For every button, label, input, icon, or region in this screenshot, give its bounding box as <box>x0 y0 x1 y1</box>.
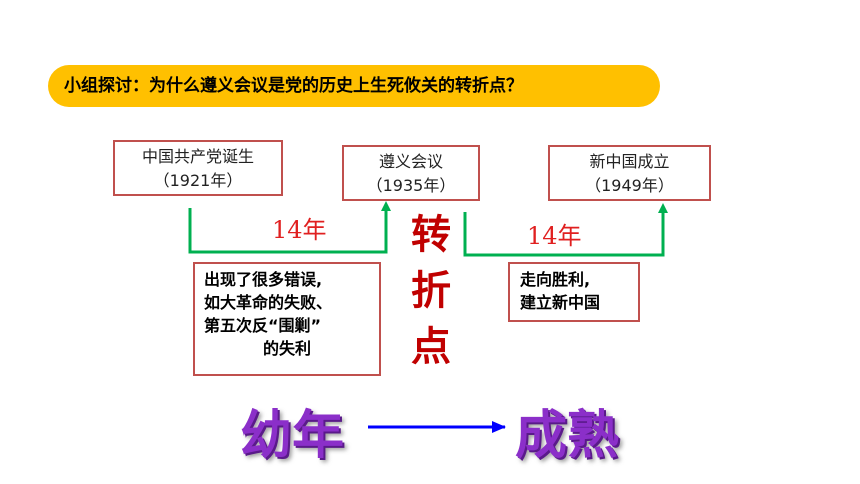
event-year: （1949年） <box>585 176 674 195</box>
note-before-zunyi: 出现了很多错误, 如大革命的失败、 第五次反“围剿” 的失利 <box>193 262 381 376</box>
interval-label-1: 14年 <box>272 216 327 244</box>
event-year: （1921年） <box>153 171 243 190</box>
turning-point-label: 转 折 点 <box>411 212 451 370</box>
note-after-zunyi: 走向胜利, 建立新中国 <box>508 262 640 322</box>
event-box-prc-founding: 新中国成立 （1949年） <box>548 145 711 201</box>
interval-arrow-1921-1935 <box>188 201 391 254</box>
event-name: 新中国成立 <box>589 152 670 171</box>
event-box-cpc-founding: 中国共产党诞生 （1921年） <box>113 140 283 196</box>
stage-to-label: 成熟 <box>515 406 620 466</box>
event-year: （1935年） <box>366 176 456 195</box>
event-box-zunyi-meeting: 遵义会议 （1935年） <box>342 145 480 201</box>
stage-from-label: 幼年 <box>240 406 345 466</box>
discussion-banner: 小组探讨：为什么遵义会议是党的历史上生死攸关的转折点？ <box>48 65 660 107</box>
event-name: 中国共产党诞生 <box>141 147 254 166</box>
event-name: 遵义会议 <box>378 152 443 171</box>
interval-label-2: 14年 <box>527 222 582 250</box>
interval-arrow-1935-1949 <box>463 203 668 257</box>
